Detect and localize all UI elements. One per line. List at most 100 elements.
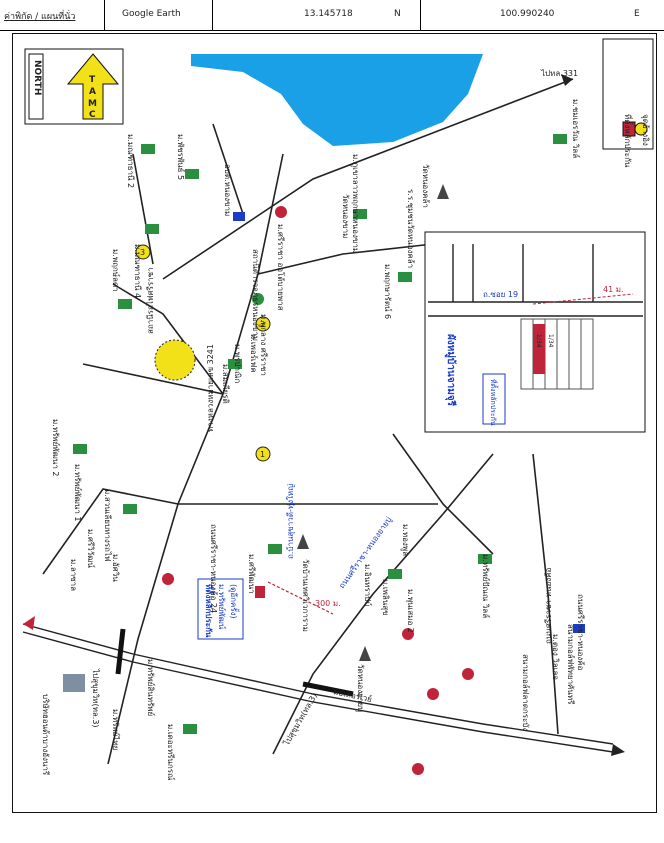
place-label: ม.ทรัพย์พัฒนา 1 bbox=[73, 464, 83, 521]
collateral-box: ที่ตั้งหลักประกัน ม.ทรัพย์พัฒน์ (ดูอีกคร… bbox=[197, 578, 244, 640]
place-label: ร.ร.ชุมชนวัดหนองคล้า bbox=[406, 189, 415, 268]
place-label: บริษัทฮอนด้าบางอังนารี bbox=[41, 694, 50, 776]
header-lon-suffix: E bbox=[634, 9, 640, 19]
legend-item-collateral: ที่ตั้งหลักประกัน bbox=[623, 114, 634, 168]
header-source-cell: Google Earth bbox=[104, 0, 213, 31]
label-soi: ถนนศรีราชา-หนองค้อ 24 bbox=[209, 524, 218, 613]
marker-number-1: 1 bbox=[260, 450, 265, 459]
place-label: ม.ทองพูล bbox=[400, 524, 410, 556]
north-letter-t: T bbox=[89, 75, 96, 85]
place-label: ม.พรปาณิก bbox=[233, 344, 242, 383]
arrow-west-icon bbox=[23, 616, 35, 630]
header-lat-cell: 13.145718 N bbox=[212, 0, 421, 31]
highway-sukhumvit bbox=[22, 623, 614, 753]
header-bar: ค่าพิกัด / แผนที่นั่ว Google Earth 13.14… bbox=[0, 0, 664, 31]
north-label: NORTH bbox=[32, 60, 42, 95]
place-label: ม.ทรัพย์ปัณณ วิลล์ bbox=[481, 554, 491, 618]
legend-item-reference: จุดอ้างอิง bbox=[641, 114, 650, 146]
road-3241 bbox=[107, 153, 284, 765]
map-canvas[interactable]: 1 2 3 NORTH bbox=[13, 34, 656, 812]
place-label: ม.ลาซาล bbox=[69, 559, 78, 591]
road-331 bbox=[162, 78, 574, 280]
inset-collateral[interactable] bbox=[533, 324, 545, 374]
inset-road-label: ถ.ซอย 19 bbox=[483, 290, 518, 299]
road-soi-east bbox=[392, 433, 494, 555]
place-label: ม.เพลินสุข bbox=[381, 579, 390, 616]
place-label: ม.มณฑาธานี 4 bbox=[133, 244, 142, 298]
north-letter-a: A bbox=[89, 87, 96, 97]
place-labels: ม.มณฑาธานี 2 ม.พัชรพันธ์ 5 อบต.หนองขาม ม… bbox=[41, 99, 585, 781]
place-label: ม.อัศวิน bbox=[111, 554, 120, 582]
place-label: ม.ศรีราชา ออโต้บายพาส bbox=[276, 224, 286, 311]
header-lat-suffix: N bbox=[394, 9, 401, 19]
place-label: ม.พุนเสมอ 2 bbox=[406, 589, 415, 633]
collateral-marker[interactable] bbox=[255, 586, 265, 598]
header-lat: 13.145718 bbox=[304, 9, 353, 19]
collateral-soi2: (ดูอีกครั้ง) bbox=[228, 584, 240, 619]
place-label: ม.พูกลาง ศรีราชา bbox=[258, 314, 268, 376]
reference-area[interactable] bbox=[154, 339, 196, 381]
header-label-cell: ค่าพิกัด / แผนที่นั่ว bbox=[0, 0, 105, 31]
place-label: วัดหนองคล้า bbox=[421, 164, 430, 208]
map-frame: 1 2 3 NORTH bbox=[12, 33, 657, 813]
place-label: ม.สวนเลียบทางรถไฟ bbox=[103, 489, 112, 562]
north-badge: NORTH T A M C bbox=[24, 48, 124, 125]
place-label: ม.เดอะทรีนกรณ์ bbox=[166, 724, 176, 781]
road-north-b bbox=[212, 123, 244, 215]
road-west bbox=[42, 488, 179, 575]
arrow-east-icon bbox=[611, 744, 625, 756]
place-label: วัดหนองยายบู่ bbox=[355, 664, 365, 712]
inset-plot-a: 1/34 bbox=[535, 334, 542, 348]
road-north-a bbox=[132, 153, 154, 265]
header-lon: 100.990240 bbox=[500, 9, 555, 19]
place-label: ม.ตอง วิลเลจ bbox=[551, 634, 560, 680]
legend: ที่ตั้งหลักประกัน จุดอ้างอิง bbox=[602, 38, 654, 168]
road-side-c bbox=[257, 243, 434, 275]
reference-marker-2[interactable] bbox=[255, 316, 271, 332]
road-east bbox=[532, 453, 559, 735]
collateral-note: ที่ตั้งหลักประกัน bbox=[204, 584, 215, 638]
reservoir bbox=[191, 54, 483, 146]
header-lon-cell: 100.990240 E bbox=[420, 0, 664, 31]
place-label: ม.ภูเขาลาวพฤกษาหนองขาม bbox=[350, 154, 360, 253]
marker-number-2: 2 bbox=[260, 320, 265, 329]
temple-icons bbox=[297, 184, 449, 661]
collateral-soi: ม.ทรัพย์พัฒน์ bbox=[217, 584, 227, 630]
place-label: ม.ศรีวิวัฒน์ bbox=[86, 529, 96, 568]
place-label: ม.พฤกษ์ลดา bbox=[111, 249, 121, 292]
place-label: สนามกอล์ฟพัทยาคันทรี bbox=[566, 624, 576, 705]
inset-plot-b: 1/34 bbox=[547, 334, 554, 348]
header-label: ค่าพิกัด / แผนที่นั่ว bbox=[4, 12, 76, 22]
road-network bbox=[42, 78, 574, 765]
interchange-west bbox=[115, 628, 126, 675]
label-rail-station: สถานีรถไฟศรีราชา bbox=[146, 267, 155, 334]
place-label: สถานีตำรวจภูธรหนองขาม bbox=[250, 249, 260, 341]
place-label: ม.เพอร์เฟค bbox=[249, 334, 259, 373]
reference-marker-1[interactable] bbox=[255, 446, 271, 462]
place-label: ม.ทรัพย์ไทย bbox=[111, 709, 121, 750]
header-source: Google Earth bbox=[122, 9, 181, 19]
place-label: ม.มณฑาธานี 2 bbox=[126, 134, 135, 188]
place-label: ถนนศรีราชา-หนองค้อ bbox=[576, 594, 585, 671]
place-label: ม.สมเกียรติ bbox=[221, 364, 230, 404]
public-icons bbox=[63, 206, 585, 775]
road-side-a bbox=[112, 283, 224, 395]
interchange-east bbox=[302, 681, 354, 697]
place-label: อบต.หนองขาม bbox=[223, 164, 232, 216]
reference-marker-3[interactable] bbox=[135, 244, 151, 260]
place-label: ม.พัชรพันธ์ 5 bbox=[176, 134, 186, 180]
road-side-b bbox=[82, 363, 224, 395]
place-label: วัดหนองขาม bbox=[341, 194, 350, 238]
label-route331: ไปทล.331 bbox=[540, 69, 578, 78]
north-letter-c: C bbox=[89, 110, 96, 120]
place-label: ม.ชมเอรวัณ วิลล์ bbox=[571, 99, 581, 158]
label-route3241: ทางหลวงหมายเลข 3241 bbox=[206, 344, 215, 432]
place-label: สนามกอล์ฟลาดกระบัง bbox=[521, 654, 531, 731]
label-distance: 300 ม. bbox=[315, 599, 341, 608]
village-icons bbox=[73, 134, 567, 734]
inset-distance: 41 ม. bbox=[603, 285, 624, 294]
arrow-331-icon bbox=[561, 74, 573, 86]
inset-note: ที่ตั้งหลักประกัน bbox=[489, 379, 500, 426]
road-ang-sila bbox=[272, 453, 494, 755]
marker-number-3: 3 bbox=[140, 248, 145, 257]
